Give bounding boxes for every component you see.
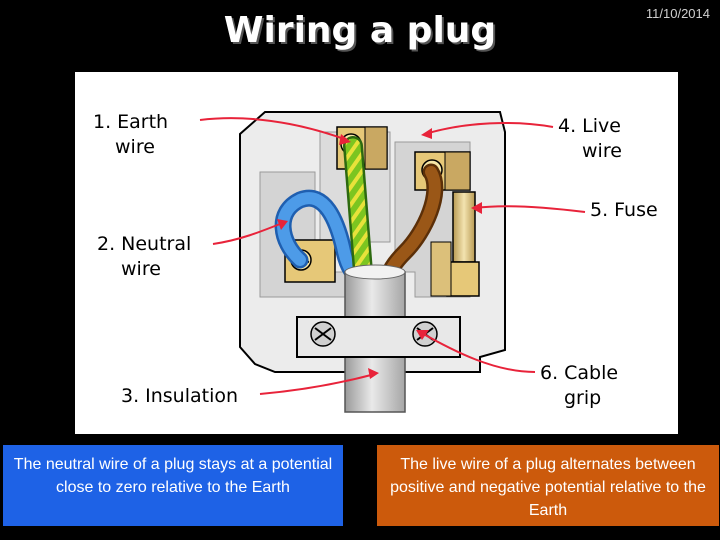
plug-diagram-panel bbox=[75, 72, 678, 434]
live-info-text: The live wire of a plug alternates betwe… bbox=[390, 456, 706, 519]
label-text: grip bbox=[564, 387, 602, 409]
label-text: Neutral bbox=[121, 233, 192, 255]
arrow-earth bbox=[199, 117, 348, 141]
label-neutral-wire: 2.Neutral wire bbox=[97, 232, 191, 282]
arrow-live bbox=[424, 122, 554, 135]
label-earth-wire: 1.Earth wire bbox=[93, 110, 168, 160]
arrow-grip bbox=[419, 331, 536, 373]
label-number: 4. bbox=[558, 115, 577, 137]
fuse bbox=[430, 191, 480, 297]
label-live-wire: 4.Live wire bbox=[558, 114, 622, 164]
plug-diagram bbox=[199, 111, 586, 413]
label-cable-grip: 6.Cable grip bbox=[540, 361, 618, 411]
slide-title: Wiring a plug bbox=[223, 10, 497, 51]
pointer-arrows bbox=[199, 117, 586, 395]
label-text: wire bbox=[582, 140, 622, 162]
label-number: 1. bbox=[93, 111, 112, 133]
label-text: wire bbox=[121, 258, 161, 280]
label-number: 5. bbox=[590, 199, 609, 221]
label-fuse: 5.Fuse bbox=[590, 198, 658, 223]
arrow-fuse bbox=[474, 205, 586, 213]
neutral-info-text: The neutral wire of a plug stays at a po… bbox=[13, 456, 333, 496]
arrow-insulation bbox=[259, 373, 376, 395]
label-text: wire bbox=[115, 136, 155, 158]
label-text: Live bbox=[582, 115, 621, 137]
label-text: Insulation bbox=[145, 385, 239, 407]
label-text: Fuse bbox=[614, 199, 658, 221]
live-info-box: The live wire of a plug alternates betwe… bbox=[377, 445, 719, 526]
label-insulation: 3.Insulation bbox=[121, 384, 238, 409]
neutral-info-box: The neutral wire of a plug stays at a po… bbox=[3, 445, 343, 526]
label-text: Cable bbox=[564, 362, 619, 384]
label-number: 6. bbox=[540, 362, 559, 384]
cable-grip bbox=[296, 316, 461, 358]
label-number: 2. bbox=[97, 233, 116, 255]
label-number: 3. bbox=[121, 385, 140, 407]
label-text: Earth bbox=[117, 111, 169, 133]
slide-date: 11/10/2014 bbox=[645, 6, 710, 21]
arrow-neutral bbox=[212, 221, 286, 245]
